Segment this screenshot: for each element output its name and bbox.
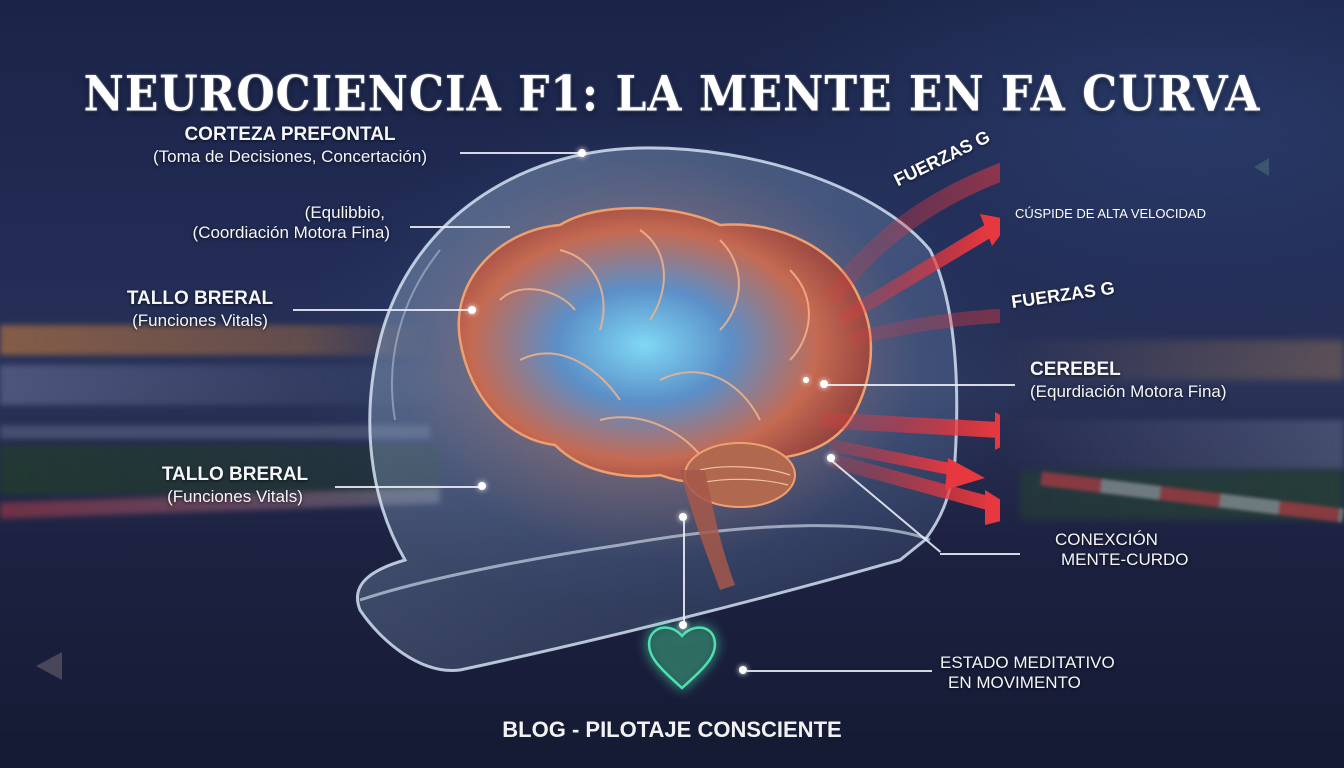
label-conexion-line1: CONEXCIÓN bbox=[1055, 530, 1158, 549]
decorative-triangle-icon bbox=[36, 652, 62, 680]
dot-heart-top bbox=[679, 513, 687, 521]
label-estado: ESTADO MEDITATIVO EN MOVIMENTO bbox=[940, 653, 1180, 694]
label-prefrontal: CORTEZA PREFONTAL (Toma de Decisiones, C… bbox=[120, 124, 460, 167]
track-barrier bbox=[0, 425, 430, 439]
leader-line-equilibrio bbox=[410, 226, 510, 228]
label-cerebel: CEREBEL (Equrdiación Motora Fina) bbox=[1030, 359, 1290, 402]
dot-tallo-lower bbox=[478, 482, 486, 490]
dot-cerebel-2 bbox=[803, 377, 809, 383]
label-tallo-lower-heading: TALLO BRERAL bbox=[161, 464, 309, 485]
label-tallo-upper-sub: (Funciones Vitals) bbox=[132, 310, 268, 330]
label-cerebel-sub: (Equrdiación Motora Fina) bbox=[1030, 381, 1227, 401]
dot-estado bbox=[739, 666, 747, 674]
leader-line-cerebel bbox=[825, 384, 1015, 386]
track-streak-right bbox=[1000, 340, 1344, 380]
label-tallo-lower: TALLO BRERAL (Funciones Vitals) bbox=[145, 464, 325, 507]
dot-tallo-upper bbox=[468, 306, 476, 314]
dot-prefrontal bbox=[578, 149, 586, 157]
leader-line-tallo-lower bbox=[335, 486, 480, 488]
leader-line-conexion bbox=[940, 553, 1020, 555]
dot-heart bbox=[679, 621, 687, 629]
helmet-brain-illustration bbox=[355, 146, 1000, 690]
label-tallo-upper-heading: TALLO BRERAL bbox=[126, 288, 274, 309]
label-estado-line2: EN MOVIMENTO bbox=[948, 673, 1081, 693]
footer-blog-title: BLOG - PILOTAJE CONSCIENTE bbox=[502, 717, 842, 742]
leader-line-estado bbox=[747, 670, 932, 672]
dot-conexion bbox=[827, 454, 835, 462]
label-conexion: CONEXCIÓN MENTE-CURDO bbox=[1055, 530, 1255, 571]
label-equilibrio-line1: (Equlibbio, bbox=[304, 203, 385, 222]
dot-cerebel bbox=[820, 380, 828, 388]
label-cerebel-heading: CEREBEL bbox=[1030, 359, 1121, 380]
track-streak-grey bbox=[0, 365, 440, 405]
track-barrier-right bbox=[1000, 420, 1344, 470]
page-title: NEUROCIENCIA F1: LA MENTE EN FA CURVA bbox=[83, 66, 1261, 124]
leader-line-prefrontal bbox=[460, 152, 580, 154]
label-estado-line1: ESTADO MEDITATIVO bbox=[940, 653, 1115, 672]
track-streak-orange bbox=[0, 325, 430, 355]
label-tallo-upper: TALLO BRERAL (Funciones Vitals) bbox=[110, 288, 290, 331]
label-tallo-lower-sub: (Funciones Vitals) bbox=[167, 486, 303, 506]
label-prefrontal-heading: CORTEZA PREFONTAL bbox=[184, 124, 396, 145]
leader-line-tallo-upper bbox=[293, 309, 473, 311]
label-cuspide: CÚSPIDE DE ALTA VELOCIDAD bbox=[1015, 206, 1206, 221]
label-equilibrio-line2: (Coordiación Motora Fina) bbox=[192, 223, 390, 243]
label-equilibrio: (Equlibbio, (Coordiación Motora Fina) bbox=[140, 203, 390, 244]
label-prefrontal-sub: (Toma de Decisiones, Concertación) bbox=[152, 146, 427, 166]
label-conexion-line2: MENTE-CURDO bbox=[1061, 550, 1189, 570]
decorative-triangle-icon bbox=[1254, 158, 1269, 176]
leader-line-heart bbox=[683, 520, 685, 625]
